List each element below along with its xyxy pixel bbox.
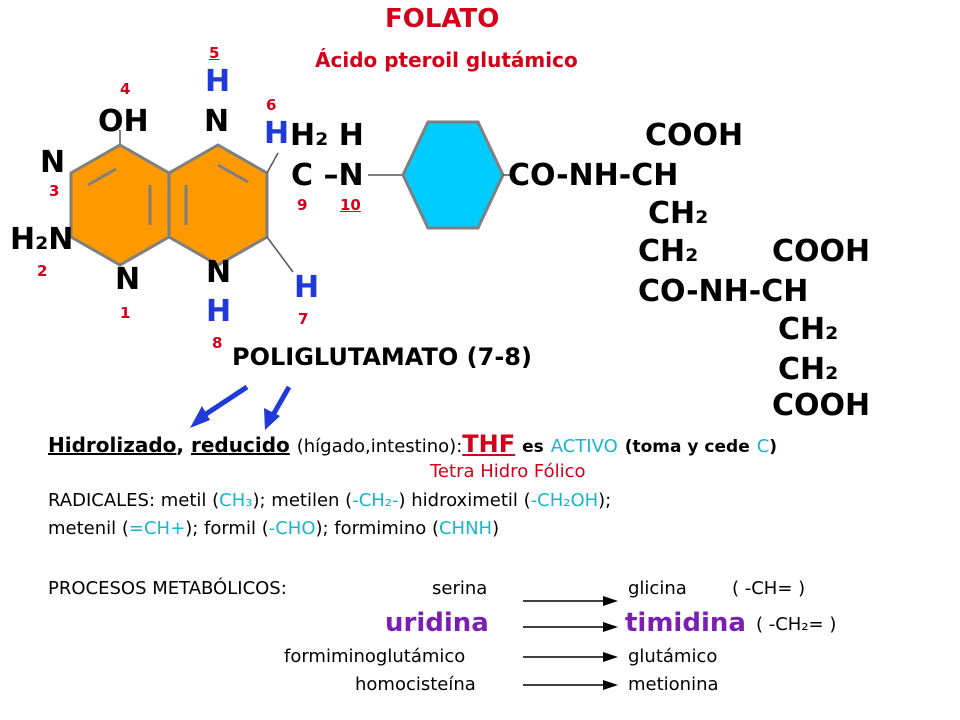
process-to-metionina: metionina: [628, 674, 719, 695]
thf-full-name: Tetra Hidro Fólico: [430, 461, 586, 482]
procesos-label: PROCESOS METABÓLICOS:: [48, 578, 287, 599]
atom-ch2-2: CH₂: [638, 234, 699, 269]
atom-cooh-2: COOH: [772, 234, 871, 269]
radical-sep: ) hidroximetil (: [398, 490, 531, 511]
radical-ch3: CH₃: [219, 490, 253, 511]
formil-value: -CHO: [268, 518, 316, 539]
radical-sep: ); metilen (: [252, 490, 353, 511]
atom-h6: H: [264, 116, 290, 151]
radical-sep: );: [598, 490, 612, 511]
atom-co-nh-ch-1: CO-NH-CH: [508, 158, 679, 193]
position-number-10: 10: [340, 196, 361, 214]
pteridine-ring-right: [167, 143, 269, 267]
formil-label: ); formil (: [185, 518, 269, 539]
metenil-label: metenil (: [48, 518, 129, 539]
bond-h6: [266, 152, 279, 174]
radicales-line-2: metenil (=CH+); formil (-CHO); formimino…: [48, 518, 499, 539]
bond-inner: [217, 163, 249, 184]
hidrolizado-word: Hidrolizado: [48, 433, 177, 457]
process-from-formiminoglutamico: formiminoglutámico: [284, 646, 466, 667]
position-number-8: 8: [212, 334, 223, 352]
radicales-line-1: RADICALES: metil (CH₃); metilen (-CH₂-) …: [48, 490, 611, 511]
process-to-glutamico: glutámico: [628, 646, 718, 667]
process-from-homocisteina: homocisteína: [355, 674, 476, 695]
radical-close: ): [492, 518, 500, 539]
thf-label: THF: [462, 430, 516, 458]
radical-metilen: -CH₂-: [352, 490, 399, 511]
position-number-6: 6: [266, 96, 277, 114]
atom-oh: OH: [98, 104, 149, 139]
bond-h7: [266, 236, 294, 273]
pteridine-ring-left: [69, 143, 171, 267]
atom-cooh-1: COOH: [645, 118, 744, 153]
atom-h2h: H₂ H: [290, 118, 364, 153]
arrow-1-head: [190, 406, 210, 428]
hydrolysis-line: Hidrolizado, reducido (hígado,intestino)…: [48, 430, 777, 458]
formimino-label: ); formimino (: [315, 518, 439, 539]
process-to-glicina: glicina: [628, 578, 687, 599]
position-number-3: 3: [49, 182, 60, 200]
arrow-1: [201, 384, 249, 419]
page-subtitle: Ácido pteroil glutámico: [315, 48, 578, 72]
atom-n-bottom-right: N: [206, 255, 232, 290]
process-note-glicina: ( -CH= ): [732, 578, 806, 599]
position-number-5: 5: [209, 44, 220, 62]
radical-ch2oh: -CH₂OH: [530, 490, 599, 511]
carbon-word: C: [756, 436, 770, 457]
arrow-2-head: [264, 408, 280, 430]
atom-h-top: H: [205, 64, 231, 99]
metenil-value: =CH+: [128, 518, 186, 539]
position-number-1: 1: [120, 304, 131, 322]
formimino-value: CHNH: [438, 518, 493, 539]
atom-n-top: N: [204, 104, 230, 139]
position-number-2: 2: [37, 262, 48, 280]
atom-h-bottom: H: [206, 294, 232, 329]
arrow-2: [270, 385, 292, 417]
atom-co-nh-ch-2: CO-NH-CH: [638, 274, 809, 309]
atom-n-bottom-left: N: [115, 262, 141, 297]
atom-n-left: N: [40, 145, 66, 180]
toma-close: ): [769, 437, 778, 457]
reducido-word: reducido: [191, 433, 290, 457]
atom-cooh-3: COOH: [772, 388, 871, 423]
process-from-uridina: uridina: [385, 608, 489, 638]
atom-h7: H: [294, 270, 320, 305]
position-number-9: 9: [297, 196, 308, 214]
benzene-ring: [401, 120, 505, 230]
bond-inner: [87, 167, 117, 187]
atom-ch2-4: CH₂: [778, 352, 839, 387]
activo-word: ACTIVO: [550, 436, 618, 457]
atom-c-n: C –N: [291, 158, 364, 193]
process-to-timidina: timidina: [625, 608, 746, 638]
process-note-timidina: ( -CH₂= ): [756, 614, 837, 635]
atom-ch2-1: CH₂: [648, 196, 709, 231]
atom-h2n: H₂N: [10, 222, 74, 257]
process-arrows: [523, 596, 618, 690]
process-from-serina: serina: [432, 578, 488, 599]
comma: ,: [176, 433, 185, 457]
es-word: es: [522, 437, 544, 457]
toma-text: (toma y cede: [624, 437, 750, 457]
page-title: FOLATO: [385, 4, 500, 34]
organs-text: (hígado,intestino):: [296, 436, 463, 457]
position-number-4: 4: [120, 80, 131, 98]
poliglutamato-label: POLIGLUTAMATO (7-8): [232, 343, 532, 371]
position-number-7: 7: [298, 310, 309, 328]
radicales-label: RADICALES: metil (: [48, 490, 220, 511]
atom-ch2-3: CH₂: [778, 312, 839, 347]
